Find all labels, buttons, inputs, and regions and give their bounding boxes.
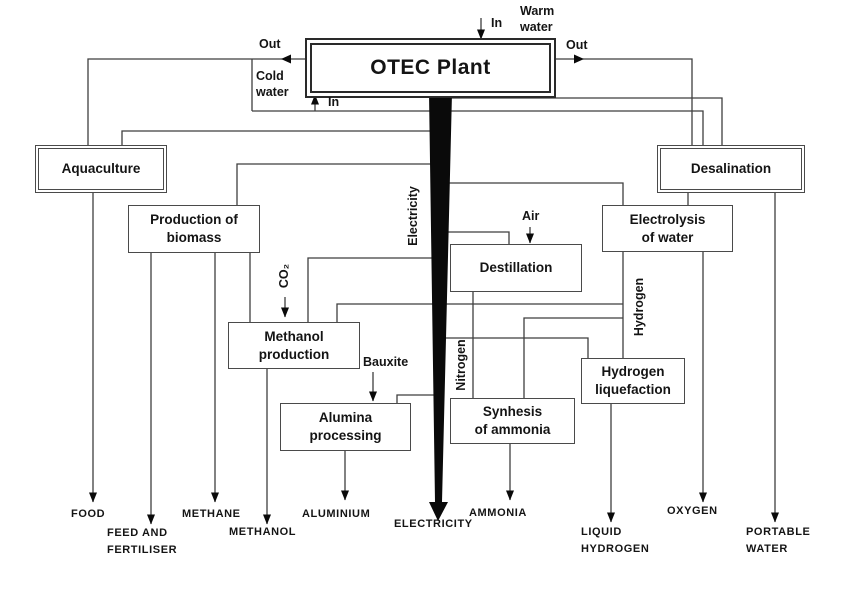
wire-hydrogen-ammonia — [523, 317, 623, 399]
wire-elec-hydrogen-liquefaction — [440, 337, 589, 358]
output-feed-and-fertiliser: FEED AND FERTILISER — [107, 527, 178, 556]
methanol-production-label: Methanol production — [258, 328, 330, 362]
otec-plant-box: OTEC Plant — [305, 38, 556, 98]
alumina-processing-box: Alumina processing — [280, 403, 411, 451]
electricity-bus — [429, 93, 452, 521]
output-ammonia: AMMONIA — [469, 507, 527, 519]
cold-water-label: Cold water — [256, 69, 289, 99]
bauxite-label: Bauxite — [363, 355, 409, 369]
air-label: Air — [522, 209, 540, 223]
destillation-label: Destillation — [479, 260, 553, 276]
wire-elec-electrolysis — [440, 182, 624, 205]
desalination-box: Desalination — [657, 145, 805, 193]
hydrogen-liquefaction-box: Hydrogen liquefaction — [581, 358, 685, 404]
wire-elec-destillation — [440, 231, 510, 245]
electrolysis-box: Electrolysis of water — [602, 205, 733, 252]
wire-cold-water-in — [252, 110, 704, 145]
output-food: FOOD — [71, 508, 106, 520]
wire-cold-water-out — [87, 58, 308, 145]
wire-elec-alumina — [396, 394, 440, 404]
output-methanol: METHANOL — [229, 526, 297, 538]
ammonia-synthesis-label: Synhesis of ammonia — [474, 404, 551, 437]
wire-elec-desalination — [440, 97, 723, 145]
arrowhead-warm-out — [574, 54, 584, 64]
output-methane: METHANE — [182, 508, 241, 520]
hydrogen-liquefaction-label: Hydrogen liquefaction — [595, 364, 671, 397]
arrowhead-cold-out — [281, 54, 291, 64]
desalination-label: Desalination — [690, 161, 772, 177]
warm-water-label: Warm water — [520, 4, 555, 34]
output-portable-water: PORTABLE WATER — [746, 526, 811, 555]
output-electricity: ELECTRICITY — [394, 518, 473, 530]
co2-flow-label: CO₂ — [277, 263, 291, 289]
wire-hydrogen-methanol — [336, 303, 623, 323]
warm-out-label: Out — [566, 38, 588, 52]
alumina-processing-label: Alumina processing — [309, 410, 382, 443]
nitrogen-flow-label: Nitrogen — [454, 339, 468, 391]
otec-plant-label: OTEC Plant — [370, 56, 491, 80]
output-liquid-hydrogen: LIQUID HYDROGEN — [581, 526, 650, 555]
warm-in-label: In — [491, 16, 503, 30]
electrolysis-label: Electrolysis of water — [629, 211, 706, 245]
wire-elec-methanol — [307, 257, 440, 323]
biomass-label: Production of biomass — [150, 212, 238, 245]
methanol-production-box: Methanol production — [228, 322, 360, 369]
biomass-box: Production of biomass — [128, 205, 260, 253]
cold-in-label: In — [328, 95, 340, 109]
electricity-flow-label: Electricity — [406, 186, 420, 246]
wire-elec-biomass — [236, 163, 440, 205]
output-oxygen: OXYGEN — [667, 505, 718, 517]
aquaculture-label: Aquaculture — [61, 161, 141, 177]
destillation-box: Destillation — [450, 244, 582, 292]
output-aluminium: ALUMINIUM — [302, 508, 371, 520]
cold-out-label: Out — [259, 37, 281, 51]
ammonia-synthesis-box: Synhesis of ammonia — [450, 398, 575, 444]
aquaculture-box: Aquaculture — [35, 145, 167, 193]
wire-elec-aquaculture — [121, 130, 440, 145]
wire-warm-water-out — [553, 58, 693, 145]
hydrogen-flow-label: Hydrogen — [632, 277, 646, 337]
